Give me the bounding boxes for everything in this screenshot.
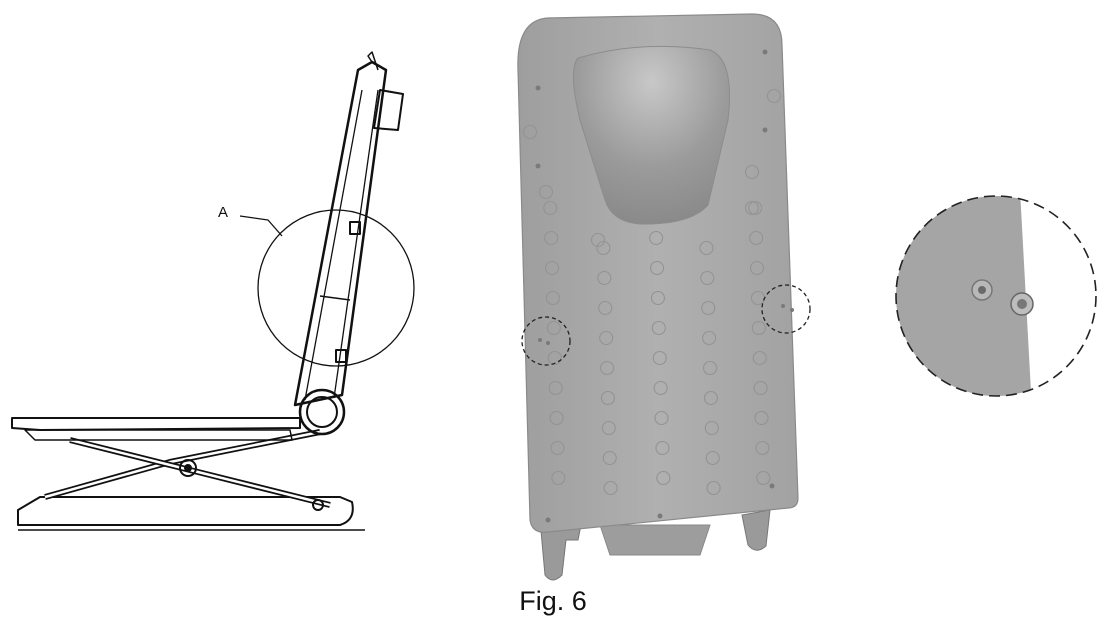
chair-side-view xyxy=(11,51,415,531)
panel-bump xyxy=(544,260,560,276)
panel-bump xyxy=(654,410,669,426)
panel-bump xyxy=(656,470,671,486)
panel-bump xyxy=(744,164,760,180)
panel-bump xyxy=(704,420,719,436)
panel-bump xyxy=(550,440,565,456)
panel-bump xyxy=(755,440,770,456)
panel-bump xyxy=(705,450,720,466)
panel-bump xyxy=(548,380,563,396)
panel-bump xyxy=(549,410,564,426)
panel-bump xyxy=(756,470,771,486)
panel-bump xyxy=(700,270,715,286)
panel-bump xyxy=(551,470,566,486)
panel-bump xyxy=(599,360,615,376)
panel-bump xyxy=(590,232,606,248)
panel-bump xyxy=(702,360,718,376)
panel-bump xyxy=(655,440,670,456)
panel-bump xyxy=(543,200,558,216)
panel-bump xyxy=(599,330,614,346)
panel-bump xyxy=(598,300,613,316)
panel-bump xyxy=(546,320,561,336)
backrest-panel xyxy=(517,13,811,581)
panel-bump xyxy=(701,300,716,316)
panel-bump xyxy=(748,200,763,216)
panel-bump xyxy=(706,480,721,496)
panel-bump xyxy=(753,380,768,396)
panel-bump xyxy=(544,230,559,246)
panel-bump xyxy=(649,230,664,246)
panel-bump xyxy=(754,410,769,426)
panel-bump xyxy=(522,124,538,140)
panel-bump xyxy=(547,350,562,366)
panel-bump xyxy=(652,350,667,366)
panel-bump xyxy=(744,200,760,216)
panel-bump xyxy=(702,330,717,346)
panel-bump xyxy=(603,480,618,496)
panel-bump xyxy=(602,450,617,466)
panel-bump xyxy=(596,240,611,256)
panel-bump xyxy=(651,320,666,336)
panel-bump xyxy=(597,270,612,286)
panel-bump xyxy=(703,390,718,406)
panel-bump xyxy=(538,184,554,200)
panel-bump xyxy=(601,420,616,436)
panel-bump xyxy=(649,260,665,276)
panel-bump xyxy=(749,230,764,246)
panel-bump xyxy=(751,320,766,336)
panel-bump xyxy=(650,290,665,306)
callout-label-a: A xyxy=(218,204,229,221)
detail-zoom xyxy=(895,195,1097,397)
panel-bump xyxy=(749,260,765,276)
panel-bump xyxy=(600,390,615,406)
panel-bump xyxy=(752,350,767,366)
figure-caption: Fig. 6 xyxy=(519,586,587,616)
panel-bump xyxy=(699,240,714,256)
panel-bump xyxy=(653,380,668,396)
panel-bump xyxy=(545,290,560,306)
panel-bump xyxy=(766,88,782,104)
